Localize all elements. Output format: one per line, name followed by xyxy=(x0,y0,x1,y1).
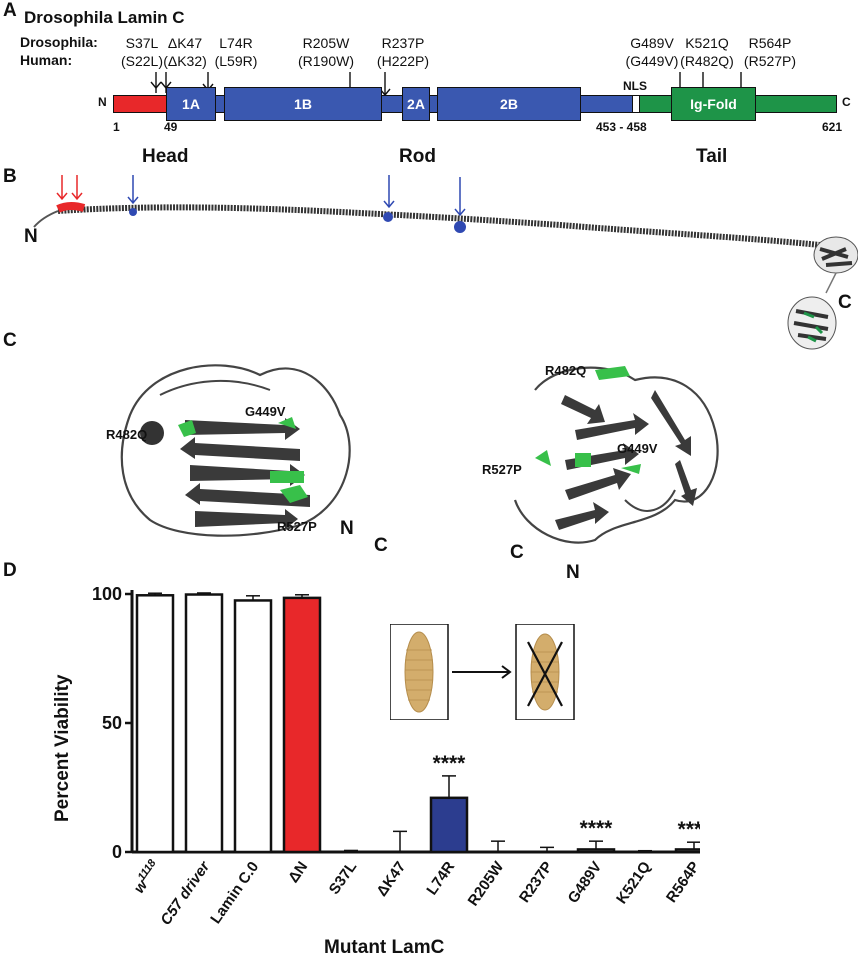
bar xyxy=(282,596,322,854)
mutation-label: S37L(S22L) xyxy=(120,35,164,69)
mutation-label: R237P(H222P) xyxy=(376,35,430,69)
region-head: Head xyxy=(142,146,189,167)
cross-mark xyxy=(527,641,563,707)
left-label-r527p: R527P xyxy=(277,519,317,534)
right-c-terminus: C xyxy=(510,542,524,563)
y-tick-label: 50 xyxy=(102,713,122,733)
tail-globular-domain xyxy=(787,236,858,350)
significance-label: **** xyxy=(678,818,700,841)
left-label-g449v: G449V xyxy=(245,404,286,419)
x-tick-label: C57 driver xyxy=(157,858,214,929)
mutation-label: R205W(R190W) xyxy=(297,35,355,69)
row-label-human: Human: xyxy=(20,52,73,68)
panel-letter-d: D xyxy=(3,560,17,581)
domain-1b: 1B xyxy=(224,87,382,121)
domain-2b: 2B xyxy=(437,87,581,121)
bar xyxy=(576,848,616,854)
bar xyxy=(429,796,469,854)
position-621: 621 xyxy=(822,120,843,134)
y-tick-label: 100 xyxy=(92,584,122,604)
panel-a-title: Drosophila Lamin C xyxy=(24,8,185,27)
head-domain xyxy=(113,95,167,113)
x-axis-title: Mutant LamC xyxy=(324,937,445,958)
structure-c-terminus: C xyxy=(838,292,852,313)
nls-label: NLS xyxy=(623,79,647,93)
right-label-r527p: R527P xyxy=(482,462,522,477)
y-axis-title: Percent Viability xyxy=(52,674,73,823)
panel-letter-a: A xyxy=(3,0,17,21)
region-rod: Rod xyxy=(399,146,436,167)
panel-letter-c: C xyxy=(3,330,17,351)
mutation-label: G489V(G449V) xyxy=(625,35,679,69)
bar xyxy=(135,594,175,854)
transition-arrow xyxy=(452,665,512,679)
linker-l12 xyxy=(381,95,403,113)
x-tick-label: G489V xyxy=(565,859,606,907)
structure-n-terminus: N xyxy=(24,226,38,247)
mutation-label: L74R(L59R) xyxy=(214,35,258,69)
right-label-g449v: G449V xyxy=(617,441,658,456)
head-region-structure xyxy=(56,201,86,213)
position-1: 1 xyxy=(113,120,120,134)
mutation-label: K521Q(R482Q) xyxy=(680,35,734,69)
domain-2a: 2A xyxy=(402,87,430,121)
x-tick-label: Lamin C.0 xyxy=(207,859,262,927)
bar xyxy=(233,599,273,854)
x-tick-label: R237P xyxy=(516,859,556,906)
x-tick-label: S37L xyxy=(326,859,360,898)
left-c-terminus: C xyxy=(374,535,388,556)
left-n-terminus: N xyxy=(340,518,354,539)
x-tick-label: ΔN xyxy=(285,859,311,886)
terminus-n: N xyxy=(98,95,107,109)
x-tick-label: R564P xyxy=(663,859,700,906)
mutation-site-r205w xyxy=(383,212,393,222)
panel-letter-b: B xyxy=(3,166,17,187)
x-tick-label: K521Q xyxy=(613,858,654,907)
y-tick-label: 0 xyxy=(112,842,122,862)
larva-inset xyxy=(390,624,575,720)
x-tick-label: R205W xyxy=(465,858,508,909)
significance-label: **** xyxy=(433,752,467,775)
region-tail: Tail xyxy=(696,146,728,167)
ig-fold-domain: Ig-Fold xyxy=(671,87,756,121)
position-453-458: 453 - 458 xyxy=(596,120,647,134)
rod-end xyxy=(580,95,633,113)
bar xyxy=(184,593,224,854)
row-label-drosophila: Drosophila: xyxy=(20,34,98,50)
full-length-structure xyxy=(33,175,858,350)
ig-fold-structure-right xyxy=(513,366,719,544)
left-label-r482q: R482Q xyxy=(106,427,148,442)
x-tick-label: w1118 xyxy=(129,857,165,897)
domain-1a: 1A xyxy=(166,87,216,121)
bar xyxy=(674,848,700,854)
coiled-coil-rod xyxy=(57,204,821,248)
ig-fold-structure-left xyxy=(120,364,351,537)
mutation-site-l74r xyxy=(129,208,137,216)
mutation-label: R564P(R527P) xyxy=(743,35,797,69)
x-tick-label: ΔK47 xyxy=(373,859,409,900)
mutation-site-r237p xyxy=(454,221,466,233)
terminus-c: C xyxy=(842,95,851,109)
right-label-r482q: R482Q xyxy=(545,363,587,378)
mutation-label: ΔK47(ΔK32) xyxy=(163,35,207,69)
significance-label: **** xyxy=(580,817,614,840)
x-tick-label: L74R xyxy=(423,858,458,898)
right-n-terminus: N xyxy=(566,562,580,583)
n-terminal-loop xyxy=(33,210,59,228)
position-49: 49 xyxy=(164,120,178,134)
tail-segment xyxy=(639,95,672,113)
tail-end xyxy=(755,95,837,113)
